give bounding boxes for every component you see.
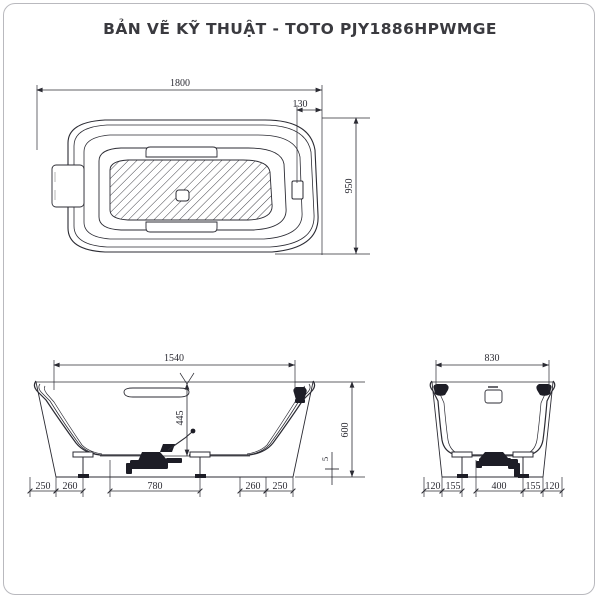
side-overflow-plate	[484, 389, 503, 404]
front-right-wall-outer	[189, 380, 316, 456]
front-left-wall-mid	[38, 383, 102, 456]
side-left-tap	[433, 384, 449, 396]
front-overflow-plate	[123, 387, 190, 398]
side-dim-830-label: 830	[485, 353, 500, 364]
front-dim-250-right-label: 250	[273, 481, 288, 492]
top-dim-950-label: 950	[344, 179, 355, 194]
side-dim-120-right-label: 120	[545, 481, 560, 492]
front-drain-assembly	[126, 444, 182, 474]
side-right-wall-outer	[495, 380, 556, 456]
front-dim-260-left-label: 260	[63, 481, 78, 492]
top-basin-edge	[98, 147, 287, 231]
top-shell-line-2	[73, 124, 315, 248]
side-dim-155-left-label: 155	[446, 481, 461, 492]
side-dim-120-left-label: 120	[426, 481, 441, 492]
top-drain-icon	[175, 189, 190, 202]
side-trap-assembly	[476, 452, 520, 477]
top-view-group: 1800 130 950	[36, 78, 370, 255]
top-front-ledge	[145, 221, 218, 233]
side-support-legs	[451, 451, 534, 478]
side-dim-400-label: 400	[492, 481, 507, 492]
front-dim-445-label: 445	[175, 411, 186, 426]
side-bottom-dim-chain: 120 155 400 155 120	[421, 460, 565, 497]
front-right-tap	[293, 387, 307, 403]
side-right-skirt	[542, 381, 554, 478]
top-back-ledge	[145, 146, 218, 158]
top-dim-130-label: 130	[293, 99, 308, 110]
top-basin-hatch	[109, 159, 273, 221]
side-right-tap	[536, 384, 552, 396]
side-left-wall-outer	[429, 380, 490, 456]
front-pop-up-rod	[167, 431, 193, 451]
side-dim-155-right-label: 155	[526, 481, 541, 492]
side-view-group: 830 120 155 400 155 120	[421, 353, 565, 497]
top-rim-inner	[83, 134, 303, 240]
front-dim-445-leader	[179, 372, 195, 385]
side-left-skirt	[431, 381, 443, 478]
front-right-skirt	[292, 381, 314, 478]
top-right-fixture	[291, 180, 304, 200]
front-dim-260-right-label: 260	[246, 481, 261, 492]
front-left-wall-inner	[43, 385, 103, 455]
front-support-legs	[72, 451, 211, 478]
front-pop-up-knob	[190, 428, 196, 434]
top-left-fixture	[51, 164, 85, 208]
front-dim-780-label: 780	[148, 481, 163, 492]
front-dim-250-left-label: 250	[36, 481, 51, 492]
front-view-group: 1540 445 600 5	[27, 353, 365, 497]
top-dim-1800-label: 1800	[170, 78, 190, 89]
front-left-skirt	[35, 381, 57, 478]
page-title: BẢN VẼ KỸ THUẬT - TOTO PJY1886HPWMGE	[103, 20, 497, 38]
front-bottom-dim-chain: 250 260 780 260 250	[27, 460, 296, 497]
front-dim-1540-label: 1540	[164, 353, 184, 364]
front-dim-5-label: 5	[320, 457, 330, 461]
front-right-wall-mid	[247, 383, 311, 456]
front-dim-600-label: 600	[340, 423, 351, 438]
